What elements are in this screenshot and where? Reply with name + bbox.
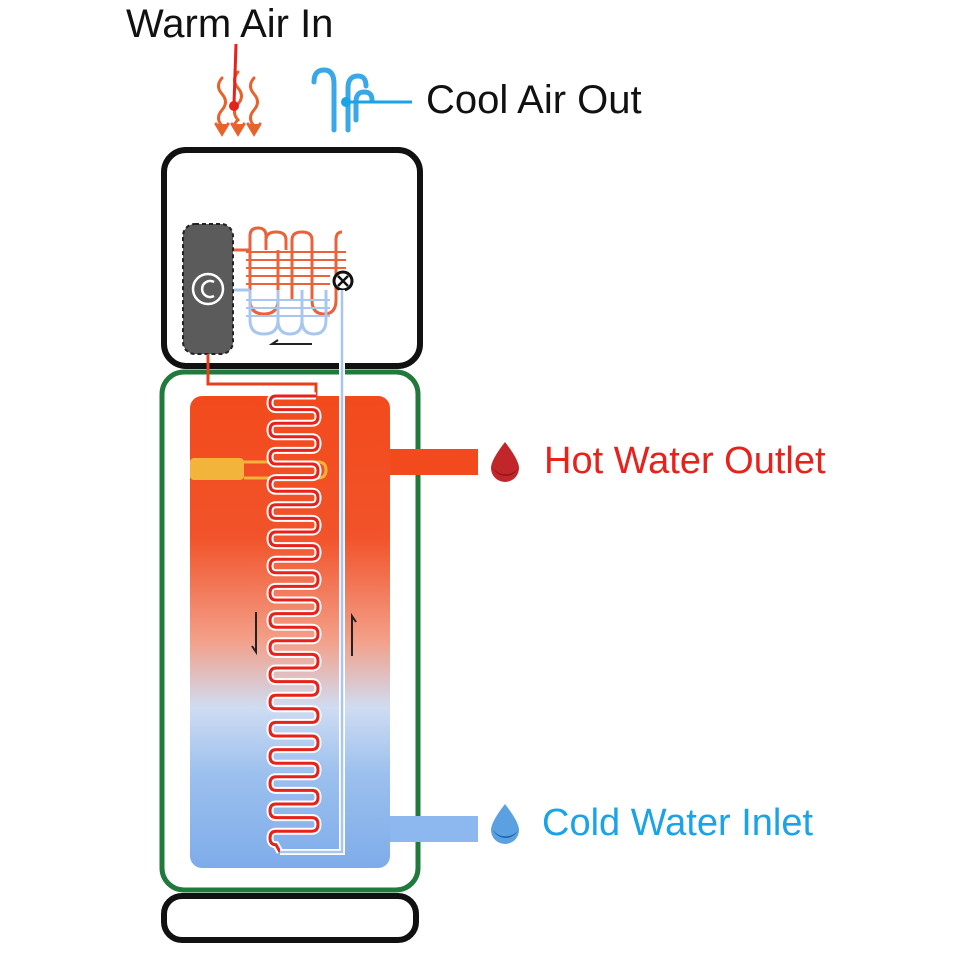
cool-air-out-label: Cool Air Out bbox=[426, 78, 642, 122]
condenser-coil-inner bbox=[268, 394, 320, 853]
refrigerant-line-cold-inner bbox=[280, 290, 344, 854]
warm-air-pointer-line bbox=[232, 43, 238, 105]
compressor-body bbox=[182, 223, 234, 355]
expansion-valve-icon bbox=[332, 270, 354, 292]
compressor-icon bbox=[191, 272, 225, 306]
cold-water-inlet-label: Cold Water Inlet bbox=[542, 802, 814, 844]
cool-air-pointer-dot bbox=[341, 97, 351, 107]
warm-air-in-label: Warm Air In bbox=[126, 2, 334, 46]
cool-air-arrows bbox=[311, 67, 375, 133]
heating-element bbox=[190, 458, 244, 480]
hot-water-outlet-pipe bbox=[390, 449, 478, 475]
flow-arrow-down bbox=[251, 612, 257, 656]
evaporator-coil bbox=[234, 226, 343, 336]
evaporator-fins bbox=[246, 251, 346, 317]
cold-drop-icon bbox=[491, 804, 519, 844]
refrigerant-line-hot bbox=[206, 354, 318, 396]
hot-drop-icon bbox=[491, 442, 519, 482]
heating-element-loop bbox=[244, 460, 328, 480]
flow-arrow-up bbox=[351, 612, 357, 656]
flow-arrow-left bbox=[268, 339, 312, 345]
base-plate bbox=[161, 893, 419, 943]
hot-water-outlet-label: Hot Water Outlet bbox=[544, 440, 826, 482]
cold-water-inlet-pipe bbox=[390, 816, 478, 842]
warm-air-pointer-dot bbox=[229, 101, 239, 111]
